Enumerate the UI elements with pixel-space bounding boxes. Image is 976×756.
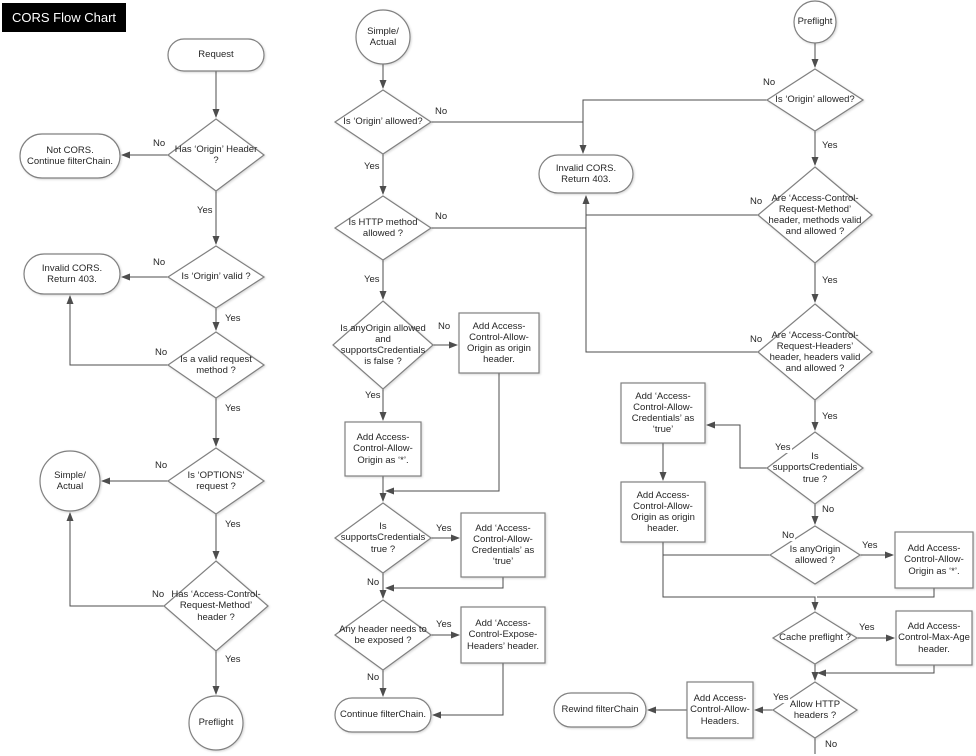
allow-http-headers-decision: [771, 681, 859, 739]
has-acrm-header-decision: [163, 560, 269, 652]
is-options-request-decision: [166, 447, 266, 515]
preflight-connector-right: [793, 0, 837, 44]
connector: [385, 577, 504, 592]
node-shapes: [19, 0, 974, 751]
is-origin-allowed-decision-right: [765, 68, 865, 132]
any-header-exposed-decision: [333, 599, 433, 671]
preflight-connector-left: [188, 695, 244, 751]
anyorigin-supportscredentials-decision: [332, 300, 434, 390]
connector: [582, 195, 758, 353]
acrm-valid-allowed-decision: [757, 166, 873, 264]
is-supportscredentials-true-decision-mid: [333, 502, 433, 574]
simple-actual-connector-left: [39, 450, 101, 512]
cache-preflight-decision: [771, 611, 859, 665]
is-origin-valid-decision: [166, 245, 266, 309]
connector: [706, 421, 767, 469]
connector: [817, 665, 935, 677]
connector-lines: [66, 43, 935, 754]
add-acac-true-process-right: [620, 382, 706, 444]
connector: [432, 663, 504, 719]
is-http-method-allowed-decision: [333, 195, 433, 261]
connector: [66, 295, 168, 366]
simple-actual-connector-mid: [355, 9, 411, 65]
add-acao-origin-process-right: [620, 481, 706, 543]
connector: [579, 99, 767, 154]
acrh-valid-allowed-decision: [757, 303, 873, 401]
add-max-age-process: [895, 610, 973, 666]
request-node: [167, 38, 265, 72]
add-acao-star-process-right: [894, 531, 974, 589]
add-allow-headers-process: [686, 681, 754, 739]
add-acao-origin-process-mid: [458, 312, 540, 374]
add-acao-star-process-mid: [344, 421, 422, 477]
is-origin-allowed-decision-mid: [333, 89, 433, 155]
connector: [385, 373, 500, 495]
connector: [662, 542, 819, 611]
invalid-cors-node-left: [23, 253, 121, 295]
invalid-cors-node-mid: [538, 154, 634, 194]
rewind-filterchain-node: [553, 692, 647, 728]
is-anyorigin-allowed-decision: [768, 525, 862, 585]
connector: [817, 588, 935, 598]
add-expose-headers-process: [460, 606, 546, 664]
is-supportscredentials-true-decision-right: [766, 431, 864, 505]
continue-filterchain-node: [334, 697, 432, 733]
connector: [66, 512, 164, 607]
add-acac-true-process-mid: [460, 512, 546, 578]
has-origin-header-decision: [167, 118, 265, 192]
not-cors-node: [19, 133, 121, 179]
is-valid-method-decision: [166, 331, 266, 399]
